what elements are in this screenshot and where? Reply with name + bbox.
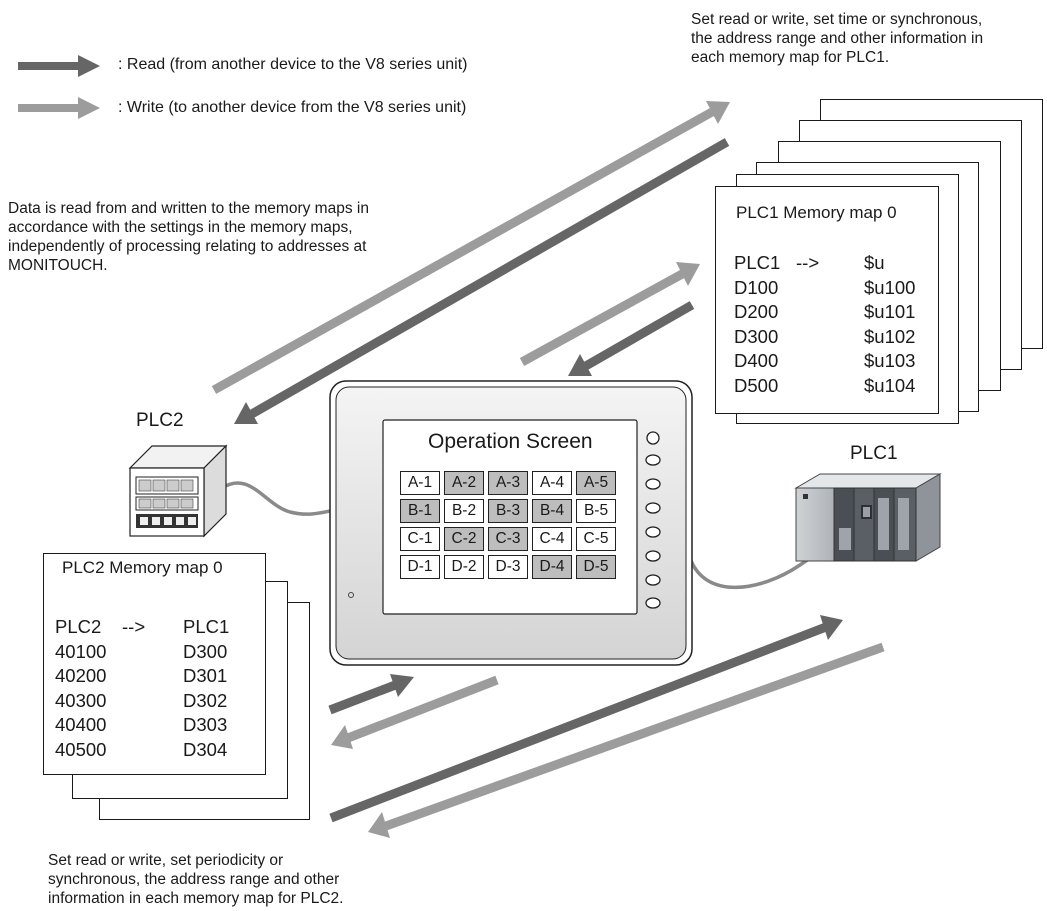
screen-key-button[interactable]: D-4	[532, 555, 572, 579]
plc2-cable	[222, 483, 336, 514]
screen-key-button[interactable]: B-2	[444, 499, 484, 523]
screen-key-button[interactable]: B-5	[576, 499, 616, 523]
plc2-memory-map-title: PLC2 Memory map 0	[62, 558, 223, 578]
screen-key-button[interactable]: D-3	[488, 555, 528, 579]
write-arrow-from-plc2-map	[331, 680, 497, 749]
screen-key-button[interactable]: C-1	[400, 527, 440, 551]
screen-key-button[interactable]: A-1	[400, 471, 440, 495]
write-arrow-bottom-right	[368, 647, 883, 838]
screen-key-button[interactable]: B-3	[488, 499, 528, 523]
screen-key-button[interactable]: D-5	[576, 555, 616, 579]
table-row: PLC2 --> PLC1	[55, 615, 229, 640]
screen-key-button[interactable]: A-4	[532, 471, 572, 495]
plc2-device	[130, 446, 226, 536]
plc1-memory-map-card: PLC1 Memory map 0 PLC1 --> $u D100$u100 …	[715, 186, 939, 414]
table-row: D500$u104	[734, 374, 915, 399]
read-arrow-from-plc1-map	[568, 305, 692, 376]
plc1-settings-note: Set read or write, set time or synchrono…	[691, 10, 1043, 67]
plc2-settings-note: Set read or write, set periodicity or sy…	[48, 851, 378, 908]
screen-key-button[interactable]: B-1	[400, 499, 440, 523]
screen-key-button[interactable]: D-1	[400, 555, 440, 579]
table-row: D300$u102	[734, 325, 915, 350]
screen-key-button[interactable]: A-5	[576, 471, 616, 495]
read-arrow-to-plc2-map	[330, 674, 414, 710]
legend-read-label: : Read (from another device to the V8 se…	[118, 55, 468, 75]
operation-screen-title: Operation Screen	[428, 430, 593, 454]
table-row: D200$u101	[734, 300, 915, 325]
table-row: D400$u103	[734, 349, 915, 374]
legend-read-arrow	[18, 55, 100, 77]
plc1-label: PLC1	[850, 443, 898, 465]
plc2-label: PLC2	[136, 410, 184, 432]
screen-key-button[interactable]: C-5	[576, 527, 616, 551]
screen-key-button[interactable]: A-2	[444, 471, 484, 495]
screen-key-button[interactable]: B-4	[532, 499, 572, 523]
screen-key-button[interactable]: C-4	[532, 527, 572, 551]
screen-key-button[interactable]: D-2	[444, 555, 484, 579]
screen-key-button[interactable]: C-2	[444, 527, 484, 551]
plc1-memory-map-table: PLC1 --> $u D100$u100 D200$u101 D300$u10…	[734, 251, 915, 398]
legend-write-arrow	[18, 97, 100, 119]
legend-write-label: : Write (to another device from the V8 s…	[118, 98, 466, 118]
plc1-device	[796, 474, 940, 561]
table-row: D100$u100	[734, 276, 915, 301]
table-row: PLC1 --> $u	[734, 251, 915, 276]
independence-note: Data is read from and written to the mem…	[8, 199, 468, 275]
plc1-memory-map-title: PLC1 Memory map 0	[736, 203, 897, 223]
screen-key-button[interactable]: C-3	[488, 527, 528, 551]
screen-key-button[interactable]: A-3	[488, 471, 528, 495]
